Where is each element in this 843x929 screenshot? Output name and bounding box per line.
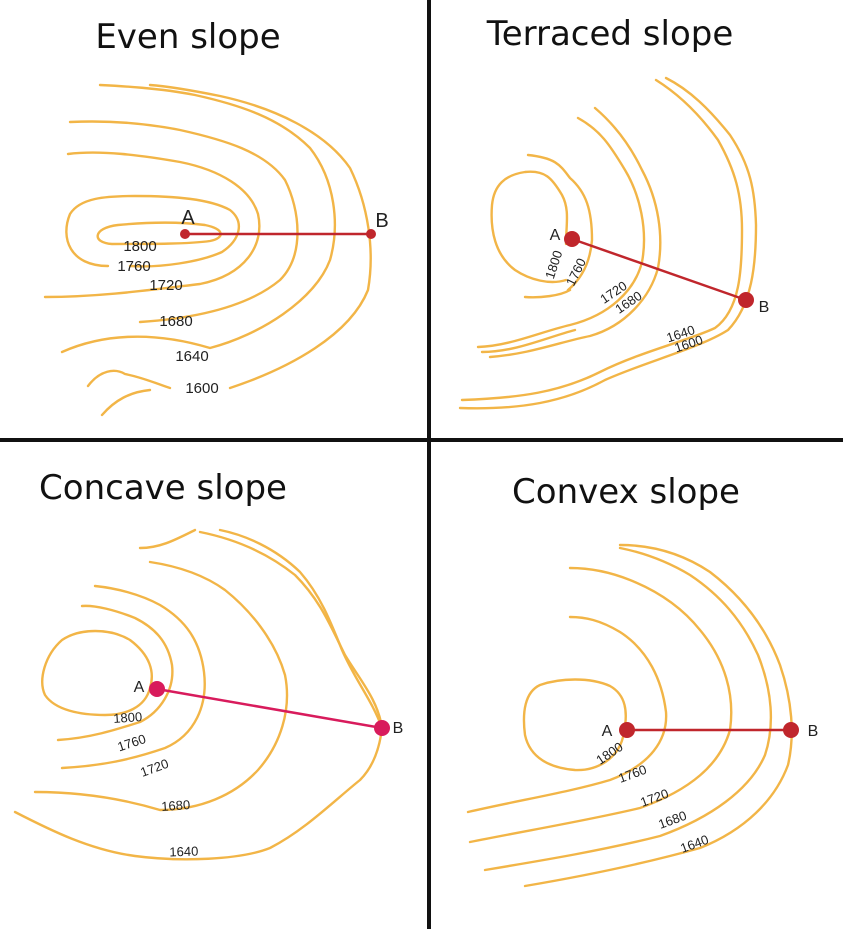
- contour-label: 1600: [185, 380, 218, 397]
- point-b-label: B: [759, 299, 770, 316]
- point-a-marker: [149, 681, 165, 697]
- contour-label: 1720: [138, 756, 170, 780]
- panel-convex-slope: Convex slope A B 1800 1760 1720 1680 164…: [466, 472, 819, 888]
- point-a-marker: [619, 722, 635, 738]
- point-b-marker: [738, 292, 754, 308]
- point-b-label: B: [375, 210, 388, 232]
- contour-lines: [466, 543, 793, 888]
- contour-1800: [41, 629, 153, 717]
- contour-outer: [138, 528, 384, 730]
- contour-label: 1760: [117, 258, 150, 275]
- contour-1720: [60, 584, 206, 770]
- contour-label: 1720: [149, 277, 182, 294]
- contour-label: 1800: [542, 249, 565, 281]
- elevation-labels: 1800 1760 1720 1680 1640 1600: [117, 238, 218, 397]
- point-a-marker: [564, 231, 580, 247]
- contour-label: 1800: [113, 709, 143, 726]
- transect-line: [156, 687, 383, 730]
- transect-line: [571, 237, 747, 302]
- contour-lines: [458, 76, 758, 410]
- point-b-marker: [374, 720, 390, 736]
- contour-1680: [33, 560, 289, 812]
- contour-lines: [13, 528, 384, 861]
- contour-1800: [96, 221, 222, 246]
- contour-label: 1760: [116, 731, 148, 754]
- contour-1760: [56, 604, 174, 742]
- contour-1760: [523, 153, 594, 299]
- contour-label: 1800: [123, 238, 156, 255]
- contour-label: 1760: [563, 256, 589, 289]
- point-b-marker: [783, 722, 799, 738]
- elevation-labels: 1800 1760 1720 1680 1640 1600: [542, 249, 705, 356]
- contour-1680: [68, 120, 299, 324]
- point-a-label: A: [550, 227, 561, 244]
- contour-label: 1680: [656, 808, 688, 832]
- panel-title: Even slope: [95, 17, 280, 57]
- contour-lines: [43, 83, 372, 417]
- contour-1760: [466, 615, 668, 814]
- contour-1720: [43, 151, 261, 299]
- point-b-label: B: [808, 723, 819, 740]
- contour-label: 1760: [616, 762, 648, 786]
- contour-label: 1640: [678, 832, 710, 856]
- point-b-label: B: [393, 720, 404, 737]
- contour-1800: [490, 170, 569, 284]
- panel-concave-slope: Concave slope A B 1800 1760 1720 1680 16…: [13, 468, 404, 861]
- contour-1640: [60, 83, 337, 354]
- contour-1600: [458, 76, 758, 410]
- panel-terraced-slope: Terraced slope A B 1800 1760 1720 1680 1…: [458, 14, 770, 410]
- contour-1800: [522, 678, 627, 772]
- point-a-label: A: [181, 207, 195, 229]
- contour-1680: [483, 546, 773, 872]
- panel-title: Terraced slope: [486, 14, 734, 54]
- contour-label: 1640: [175, 348, 208, 365]
- contour-label: 1680: [159, 313, 192, 330]
- point-b-marker: [366, 229, 376, 239]
- contour-1600: [86, 83, 372, 417]
- panel-title: Concave slope: [39, 468, 287, 508]
- panel-even-slope: Even slope A B 1800 1760 1720 1680 1640 …: [43, 17, 389, 417]
- contour-1720: [476, 116, 646, 354]
- contour-1640: [13, 530, 384, 861]
- point-a-label: A: [602, 723, 613, 740]
- contour-1760: [65, 194, 241, 268]
- contour-1720: [468, 566, 733, 844]
- contour-1640: [523, 543, 793, 888]
- point-a-marker: [180, 229, 190, 239]
- contour-label: 1680: [161, 797, 191, 814]
- contour-label: 1720: [638, 786, 670, 810]
- contour-label: 1640: [169, 844, 198, 860]
- point-a-label: A: [134, 679, 145, 696]
- elevation-labels: 1800 1760 1720 1680 1640: [113, 709, 199, 859]
- contour-1640: [460, 78, 744, 402]
- panel-title: Convex slope: [512, 472, 740, 512]
